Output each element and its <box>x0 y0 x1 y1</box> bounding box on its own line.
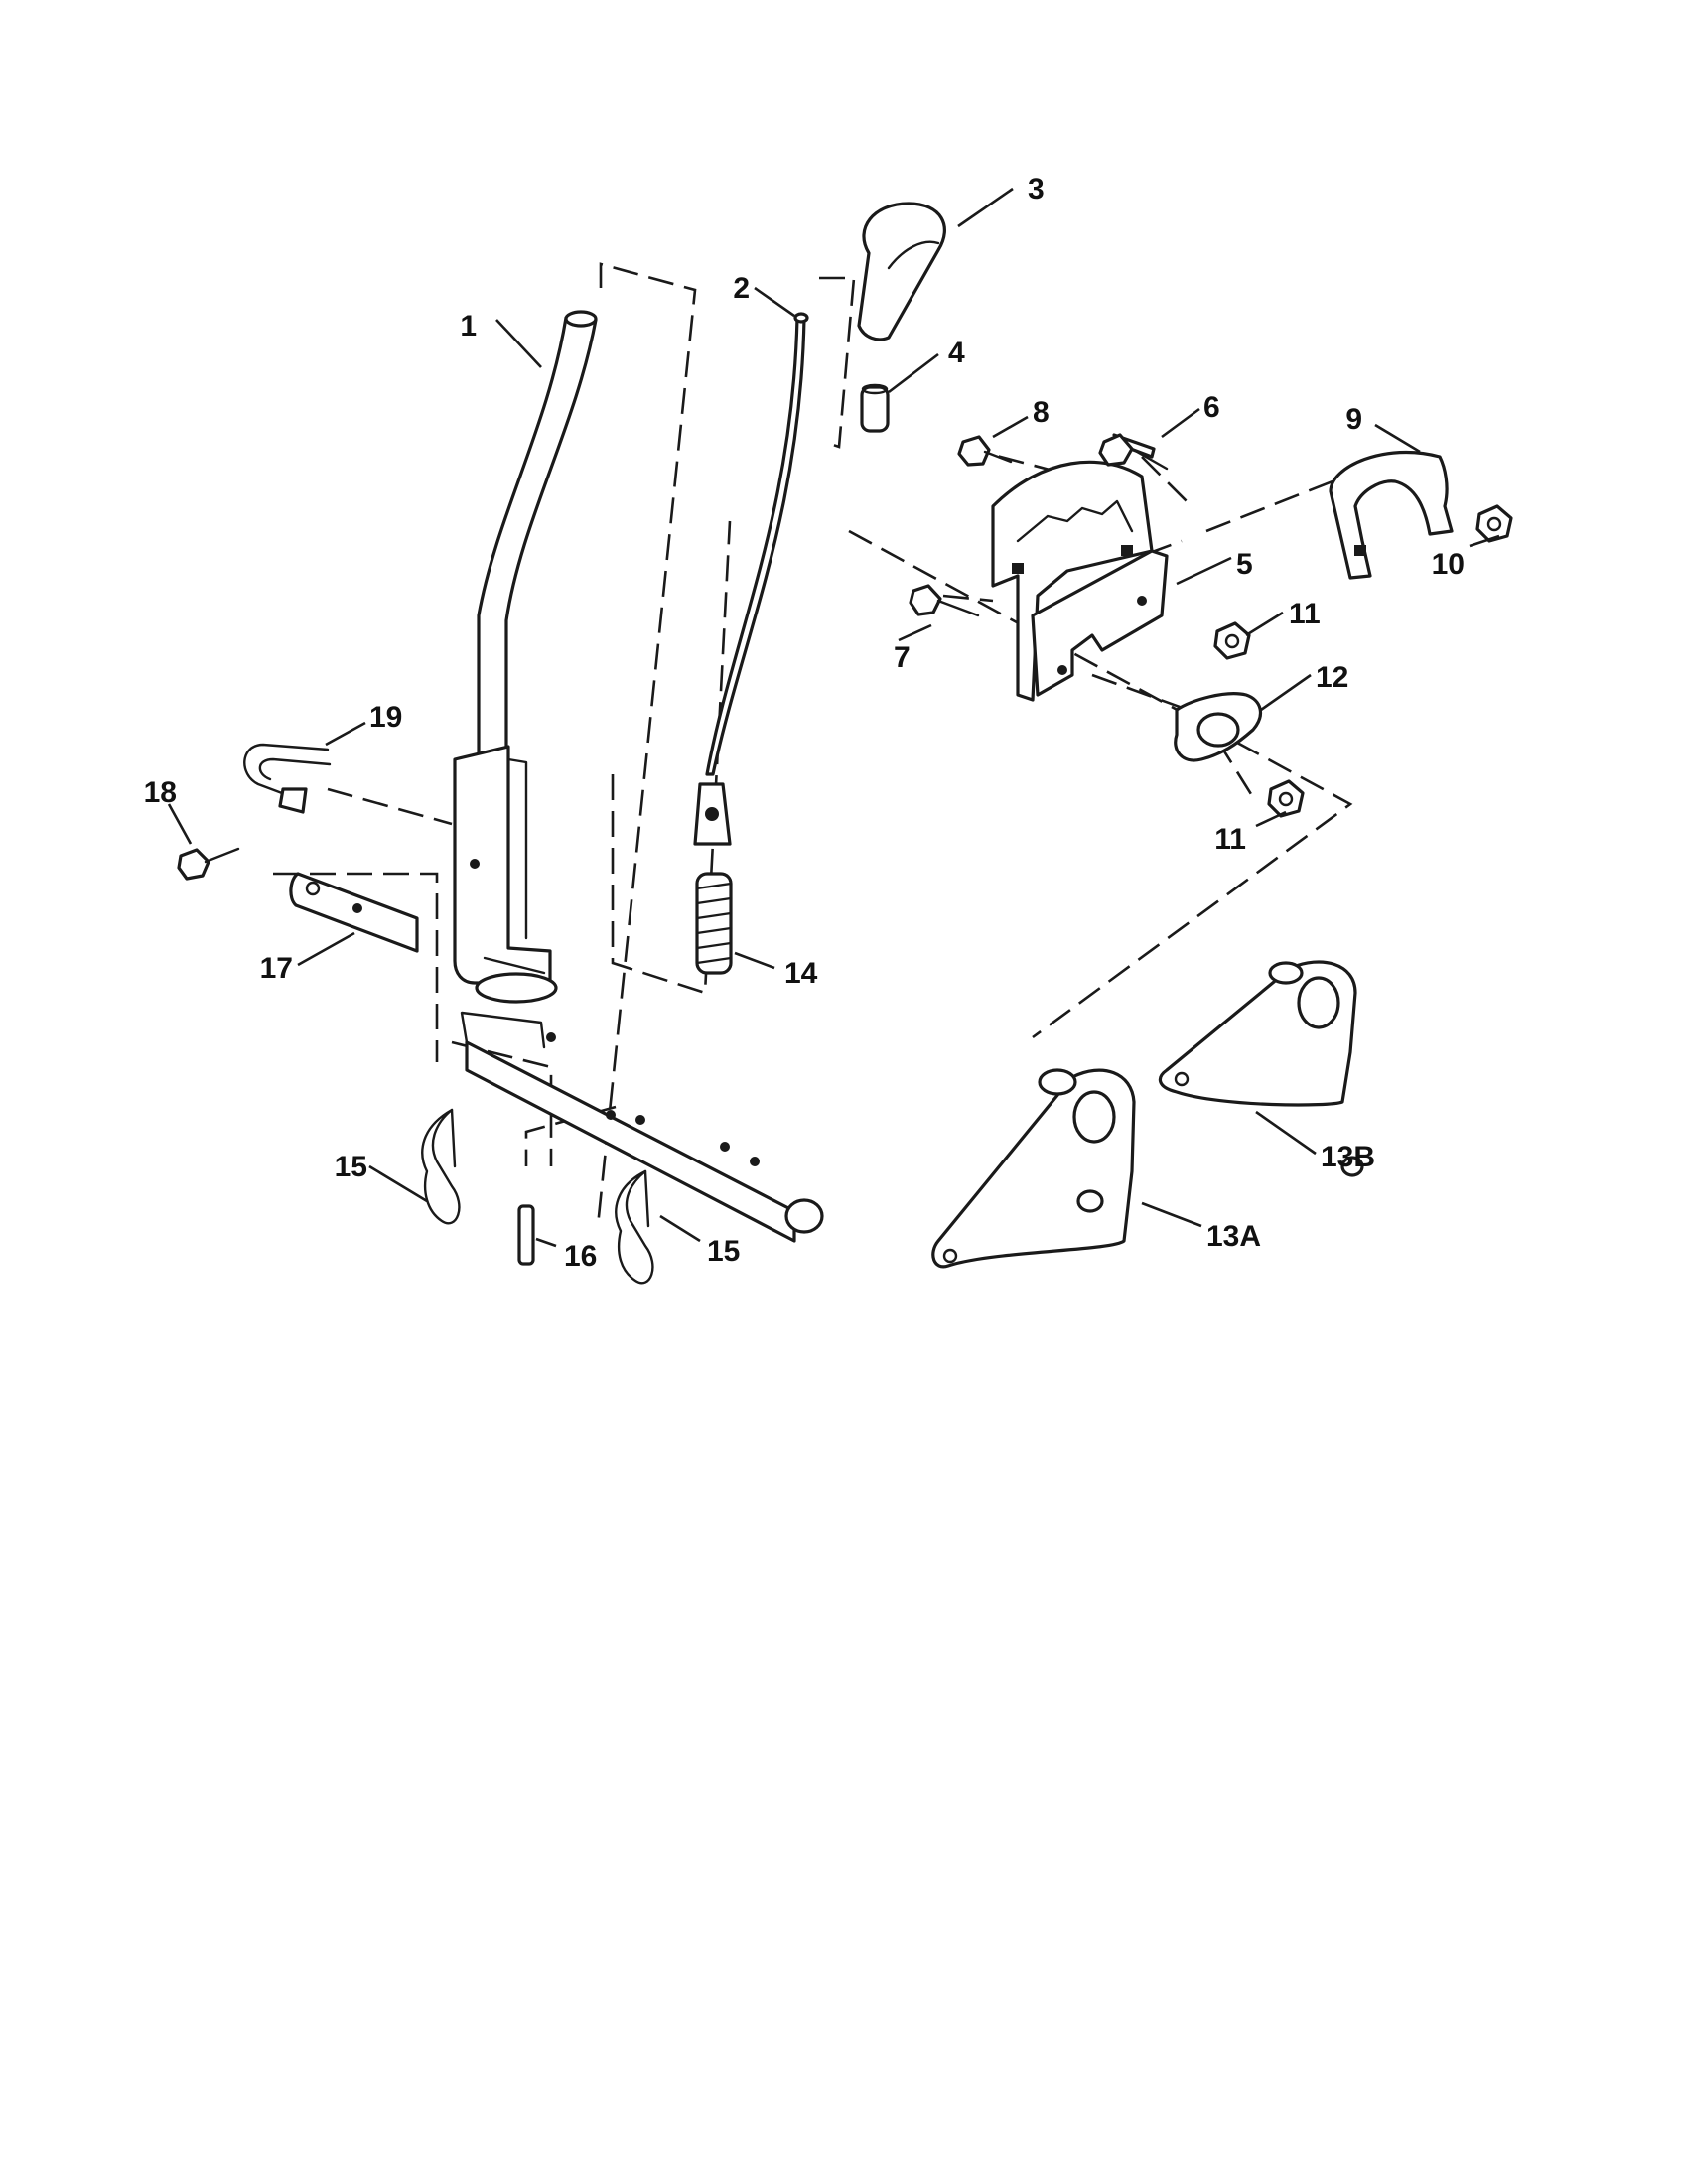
part-15-hairpin-right <box>615 1169 654 1285</box>
callout-10: 10 <box>1432 548 1465 581</box>
part-12-flange-bushing <box>1174 692 1263 762</box>
part-19-u-clip <box>243 743 332 814</box>
part-13a-plate <box>931 1068 1136 1269</box>
part-17-link <box>289 872 419 953</box>
callout-19: 19 <box>369 701 402 734</box>
part-2-rod <box>693 312 809 846</box>
callout-6: 6 <box>1203 391 1220 424</box>
callout-13a: 13A <box>1206 1220 1261 1253</box>
part-5-bracket <box>991 460 1169 702</box>
part-13b-plate <box>1158 960 1364 1177</box>
part-14-spring <box>695 872 733 975</box>
callout-15-left: 15 <box>335 1151 367 1183</box>
callout-13b: 13B <box>1321 1141 1375 1173</box>
callout-18: 18 <box>144 776 177 809</box>
callout-4: 4 <box>948 337 965 369</box>
callout-8: 8 <box>1033 396 1050 429</box>
part-6-bolt <box>1098 433 1169 471</box>
part-18-screw <box>177 847 240 881</box>
callout-15-right: 15 <box>707 1235 740 1268</box>
callout-17: 17 <box>260 952 293 985</box>
callout-labels: 1 2 3 4 5 6 7 8 9 10 11 11 12 13A 13B 14… <box>144 173 1465 1273</box>
callout-3: 3 <box>1028 173 1045 205</box>
part-9-clip <box>1329 451 1454 580</box>
part-16-roll-pin <box>517 1204 535 1266</box>
callout-11-upper: 11 <box>1289 598 1321 630</box>
callout-11-lower: 11 <box>1214 823 1246 856</box>
part-7-bolt <box>909 584 980 617</box>
callout-2: 2 <box>733 272 750 305</box>
callout-1: 1 <box>460 310 477 342</box>
part-8-screw <box>957 435 1013 467</box>
callout-9: 9 <box>1345 403 1362 436</box>
callout-14: 14 <box>784 957 818 990</box>
part-10-nut <box>1475 504 1513 543</box>
callout-16: 16 <box>564 1240 597 1273</box>
callout-12: 12 <box>1316 661 1348 694</box>
callout-7: 7 <box>894 641 911 674</box>
part-15-hairpin-left <box>421 1108 461 1225</box>
part-3-knob <box>857 202 946 341</box>
part-4-insert <box>860 383 890 433</box>
callout-5: 5 <box>1236 548 1253 581</box>
part-11-nut-lower <box>1267 779 1305 818</box>
leader-lines <box>167 187 1500 1248</box>
part-11-nut-upper <box>1213 621 1251 660</box>
part-1-shift-lever <box>453 310 824 1243</box>
